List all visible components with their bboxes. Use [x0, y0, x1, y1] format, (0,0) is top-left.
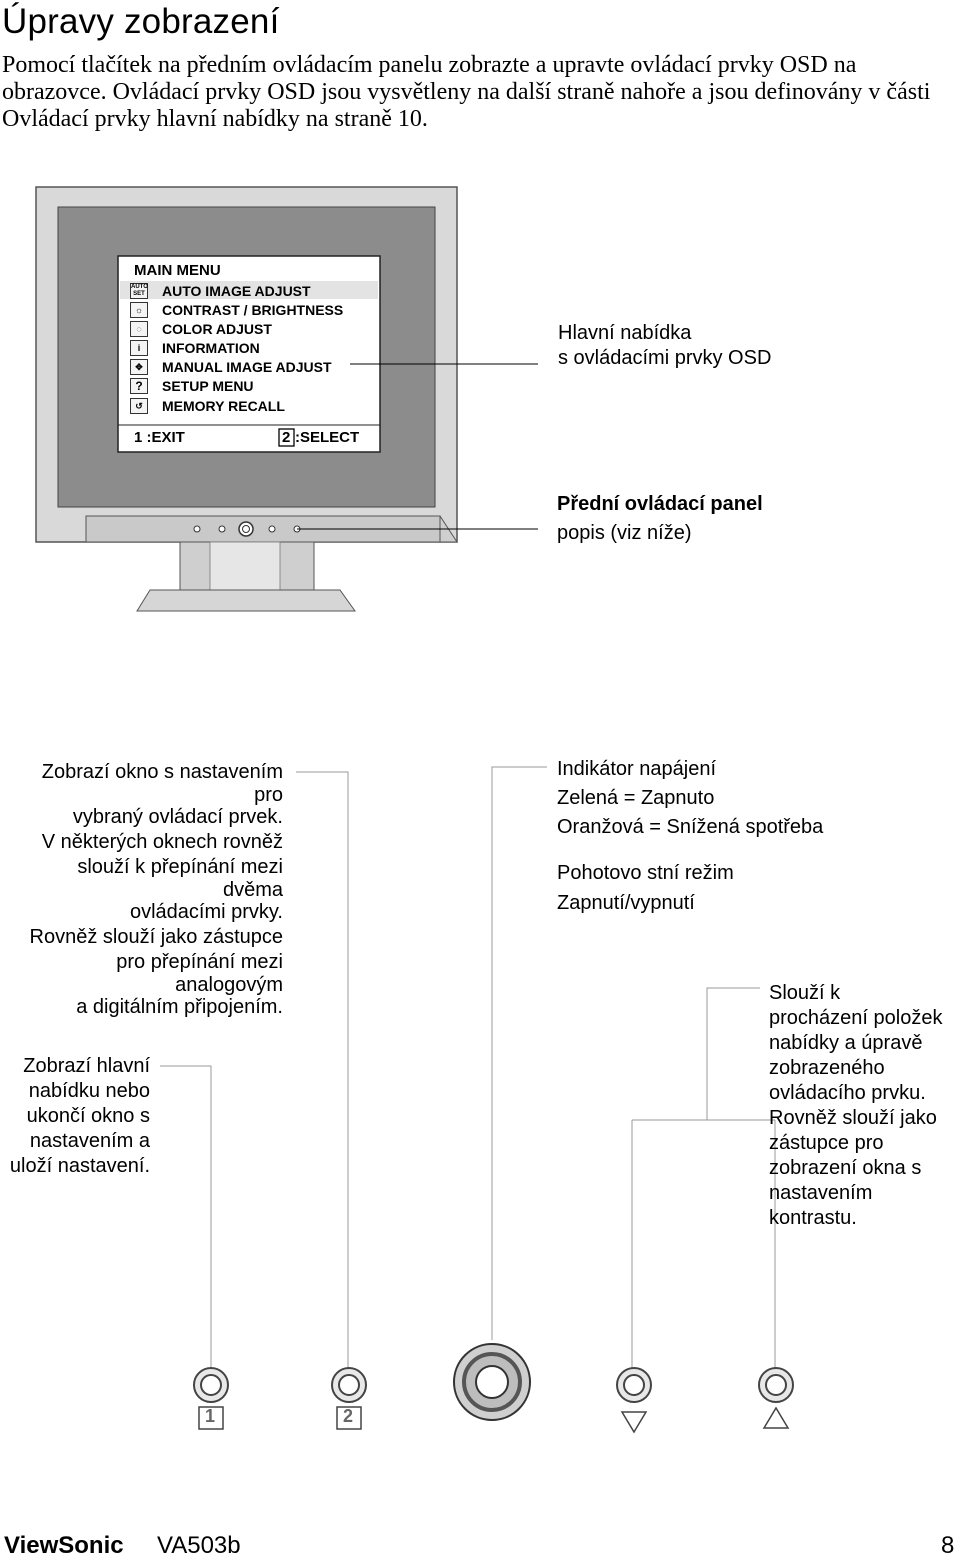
menu-exit-button[interactable] [194, 1368, 228, 1402]
info-icon: i [130, 340, 148, 356]
osd-item-setup-menu[interactable]: SETUP MENU [162, 378, 254, 394]
osd-select-key: 2 [282, 429, 291, 446]
standby-description: Pohotovo stní režim Zapnutí/vypnutí [557, 862, 734, 914]
osd-exit-hint: 1 :EXIT [134, 429, 185, 446]
panel-callout-line2: popis (viz níže) [557, 522, 692, 544]
osd-menu-title: MAIN MENU [134, 262, 221, 279]
osd-item-auto-image-adjust[interactable]: AUTO IMAGE ADJUST [162, 283, 311, 299]
osd-item-information[interactable]: INFORMATION [162, 340, 260, 356]
control-panel-diagram [160, 766, 794, 1434]
osd-item-memory-recall[interactable]: MEMORY RECALL [162, 398, 285, 414]
question-icon: ? [130, 378, 148, 394]
osd-item-manual-image-adjust[interactable]: MANUAL IMAGE ADJUST [162, 359, 332, 375]
osd-select-hint: :SELECT [295, 429, 360, 446]
panel-callout-line1: Přední ovládací panel [557, 493, 763, 515]
page-number: 8 [941, 1532, 955, 1559]
key-2-label: 2 [343, 1406, 354, 1426]
recall-icon: ↺ [130, 398, 148, 414]
key-1-label: 1 [205, 1406, 216, 1426]
up-button[interactable] [759, 1368, 793, 1402]
osd-callout-line1: Hlavní nabídka [558, 322, 692, 344]
select-button-description: Zobrazí okno s nastavením pro vybraný ov… [29, 761, 283, 1018]
power-button[interactable] [454, 1344, 530, 1420]
page-title: Úpravy zobrazení [2, 2, 280, 41]
auto-set-icon: AUTO SET [130, 283, 148, 299]
down-button[interactable] [617, 1368, 651, 1402]
monitor-illustration [35, 186, 538, 612]
footer-brand: ViewSonic [4, 1532, 124, 1559]
menu-exit-button-description: Zobrazí hlavní nabídku nebo ukončí okno … [9, 1055, 150, 1177]
power-indicator-description: Indikátor napájení Zelená = Zapnuto Oran… [557, 758, 824, 838]
select-button[interactable] [332, 1368, 366, 1402]
brightness-icon: ☼ [130, 302, 148, 318]
arrow-buttons-description: Slouží k procházení položek nabídky a úp… [769, 982, 943, 1229]
color-icon: ◌ [130, 321, 148, 337]
osd-callout-line2: s ovládacími prvky OSD [558, 347, 772, 369]
osd-item-color-adjust[interactable]: COLOR ADJUST [162, 321, 272, 337]
move-icon: ✥ [130, 359, 148, 375]
footer-model: VA503b [157, 1532, 241, 1559]
osd-item-contrast-brightness[interactable]: CONTRAST / BRIGHTNESS [162, 302, 344, 318]
intro-paragraph: Pomocí tlačítek na předním ovládacím pan… [2, 52, 931, 132]
